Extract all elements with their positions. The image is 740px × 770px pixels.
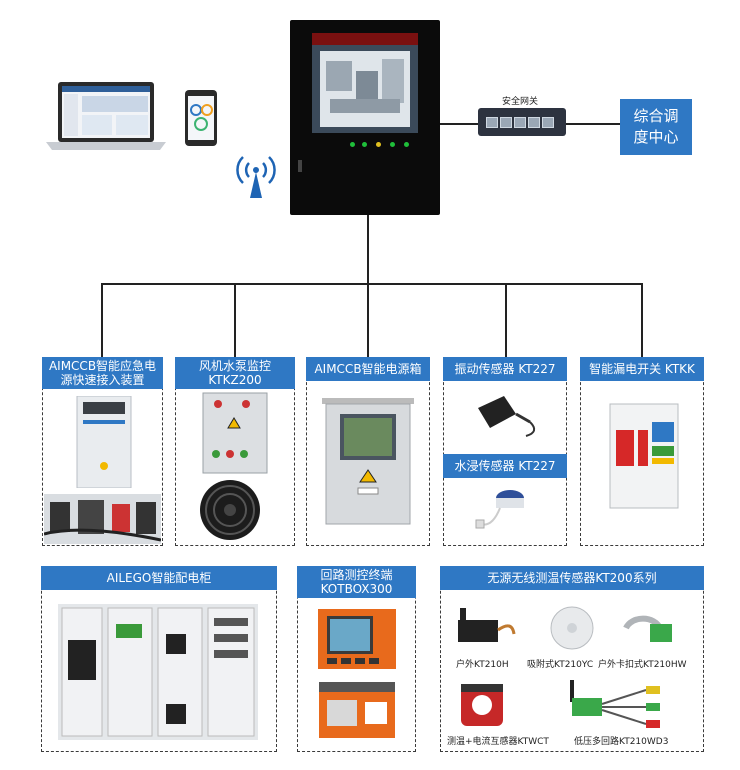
- phone-icon: [185, 90, 217, 146]
- breaker-photo-image: [43, 494, 162, 544]
- laptop-icon: [46, 82, 166, 152]
- panel-title-loop-terminal: 回路测控终端KOTBOX300: [297, 566, 416, 598]
- sensor-label-kt210hw: 户外卡扣式KT210HW: [598, 660, 687, 670]
- panel-title-fan-pump: 风机水泵监控KTKZ200: [175, 357, 295, 389]
- drop-2: [234, 283, 236, 357]
- panel-title-emergency-power: AIMCCB智能应急电源快速接入装置: [42, 357, 163, 389]
- power-box-image: [320, 398, 416, 528]
- vibration-sensor-image: [470, 388, 542, 440]
- server-cabinet-icon: [290, 20, 440, 215]
- water-sensor-image: [470, 484, 542, 536]
- sensor-label-kt210wd3: 低压多回路KT210WD3: [574, 737, 669, 747]
- kt210h-image: [452, 606, 518, 652]
- ktwct-image: [457, 680, 507, 730]
- leakage-switch-image: [608, 402, 680, 510]
- drop-4: [505, 283, 507, 357]
- dispatch-center-box: 综合调度中心: [620, 99, 692, 155]
- drop-5: [641, 283, 643, 357]
- dispatch-center-label: 综合调度中心: [633, 107, 679, 146]
- kt210wd3-image: [566, 680, 676, 730]
- link-switch-center: [566, 123, 620, 125]
- panel-title-leakage-switch: 智能漏电开关 KTKK: [580, 357, 704, 381]
- link-server-switch: [440, 123, 478, 125]
- bus-horizontal: [101, 283, 642, 285]
- cabinet-screen: [312, 33, 418, 133]
- network-switch-icon: [478, 108, 566, 136]
- sensor-label-kt210yc: 吸附式KT210YC: [527, 660, 594, 670]
- sensor-label-ktwct: 测温+电流互感器KTWCT: [447, 737, 549, 747]
- trunk-vertical: [367, 215, 369, 283]
- wireless-signal-icon: [234, 152, 278, 198]
- emergency-cabinet-image: [75, 395, 133, 489]
- terminal-display-image: [317, 608, 397, 670]
- panel-title-wireless-temp: 无源无线测温传感器KT200系列: [440, 566, 704, 590]
- terminal-module-image: [317, 676, 397, 742]
- kt210yc-image: [548, 604, 596, 652]
- panel-title-distribution-cabinet: AILEGO智能配电柜: [41, 566, 277, 590]
- drop-1: [101, 283, 103, 357]
- drop-3: [367, 283, 369, 357]
- distribution-cabinet-image: [58, 604, 258, 740]
- kt210hw-image: [620, 606, 676, 650]
- fan-image: [198, 478, 262, 542]
- panel-title-water: 水浸传感器 KT227: [443, 454, 567, 478]
- control-box-image: [202, 392, 268, 474]
- panel-title-power-box: AIMCCB智能电源箱: [306, 357, 430, 381]
- switch-label: 安全网关: [502, 97, 539, 107]
- panel-title-vibration: 振动传感器 KT227: [443, 357, 567, 381]
- sensor-label-kt210h: 户外KT210H: [456, 660, 509, 670]
